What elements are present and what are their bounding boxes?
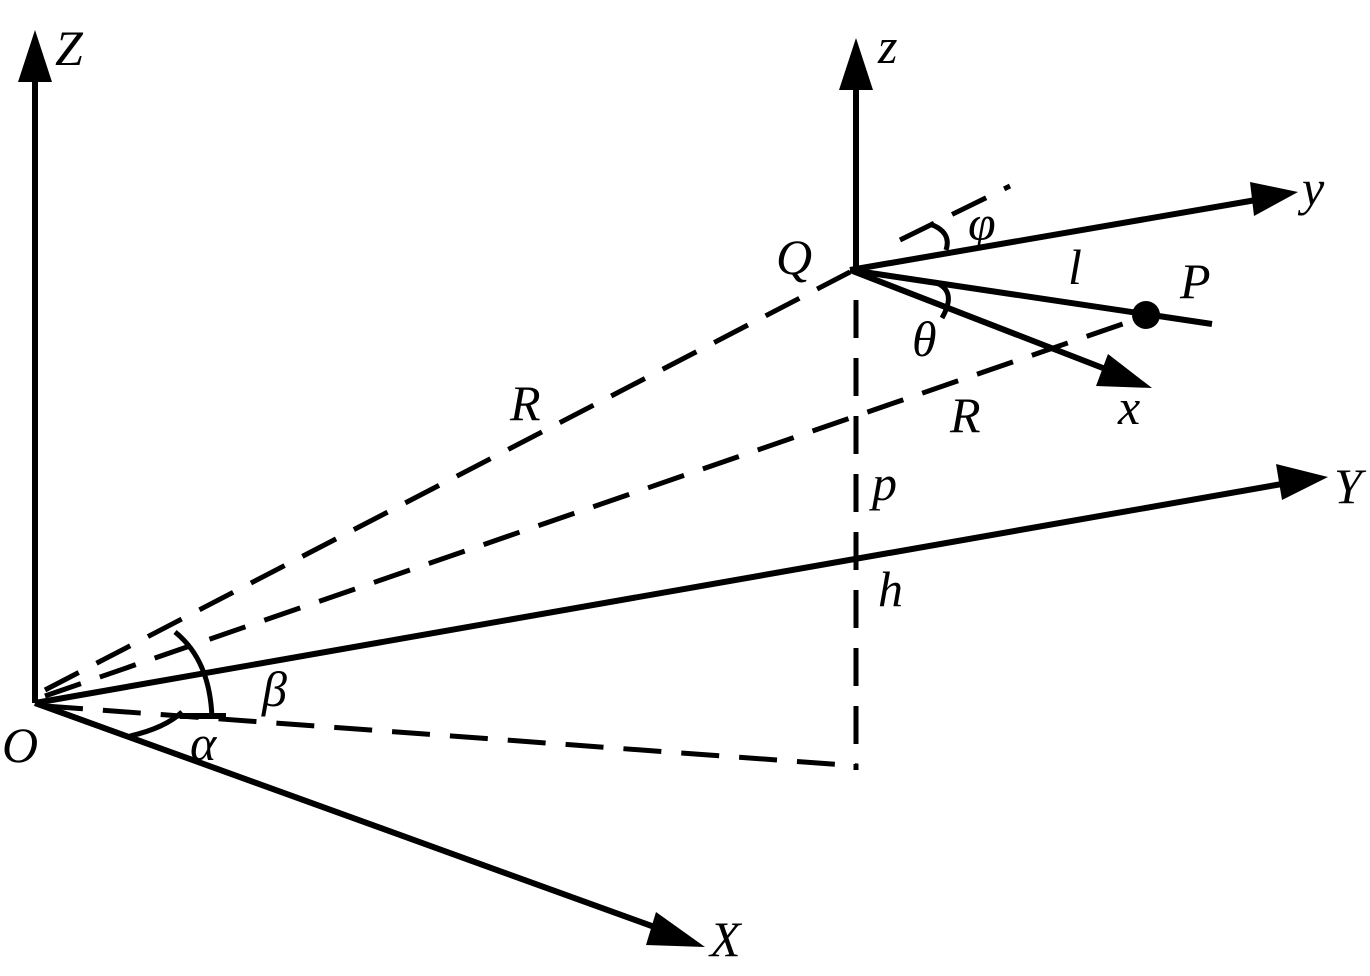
radius-upper-label: R: [509, 375, 541, 431]
local-y-label: y: [1297, 160, 1325, 216]
dashed-phi-reference: [898, 183, 1012, 243]
length-l-label: l: [1068, 239, 1082, 295]
origin-label: O: [2, 717, 38, 773]
radius-lower-label: R: [949, 387, 981, 443]
local-x-label: x: [1117, 379, 1140, 435]
segment-h-label: h: [878, 561, 903, 617]
segment-p-label: p: [869, 455, 897, 511]
point-q-label: Q: [776, 229, 812, 285]
global-z-arrowhead: [18, 30, 52, 82]
angle-alpha-arc: [129, 710, 184, 739]
global-x-label: X: [708, 911, 743, 967]
local-z-arrowhead: [839, 38, 873, 90]
local-z-axis: [839, 38, 873, 270]
point-p-label: P: [1179, 253, 1211, 309]
angle-phi-label: φ: [968, 195, 996, 251]
global-y-arrowhead: [1276, 464, 1328, 500]
global-x-axis: [33, 700, 705, 947]
angle-theta-arc: [933, 279, 951, 320]
angle-phi-arc: [929, 221, 950, 251]
dashed-line-o-to-q: [43, 269, 852, 693]
dashed-line-o-to-p: [44, 315, 1141, 699]
local-y-arrowhead: [1250, 182, 1298, 216]
local-x-arrowhead: [1096, 354, 1152, 388]
global-y-label: Y: [1334, 458, 1367, 514]
angle-beta-label: β: [261, 661, 287, 717]
dashed-line-o-ground: [44, 703, 859, 769]
global-x-arrowhead: [646, 912, 705, 947]
global-y-axis: [34, 464, 1328, 706]
global-z-label: Z: [55, 20, 84, 76]
angle-theta-label: θ: [912, 311, 937, 367]
global-z-axis: [18, 30, 52, 703]
point-p-marker: [1132, 301, 1160, 329]
local-x-axis: [848, 267, 1152, 388]
local-y-axis: [849, 182, 1298, 273]
angle-beta-arc: [173, 630, 215, 719]
angle-alpha-label: α: [190, 715, 218, 771]
local-z-label: z: [877, 18, 897, 74]
